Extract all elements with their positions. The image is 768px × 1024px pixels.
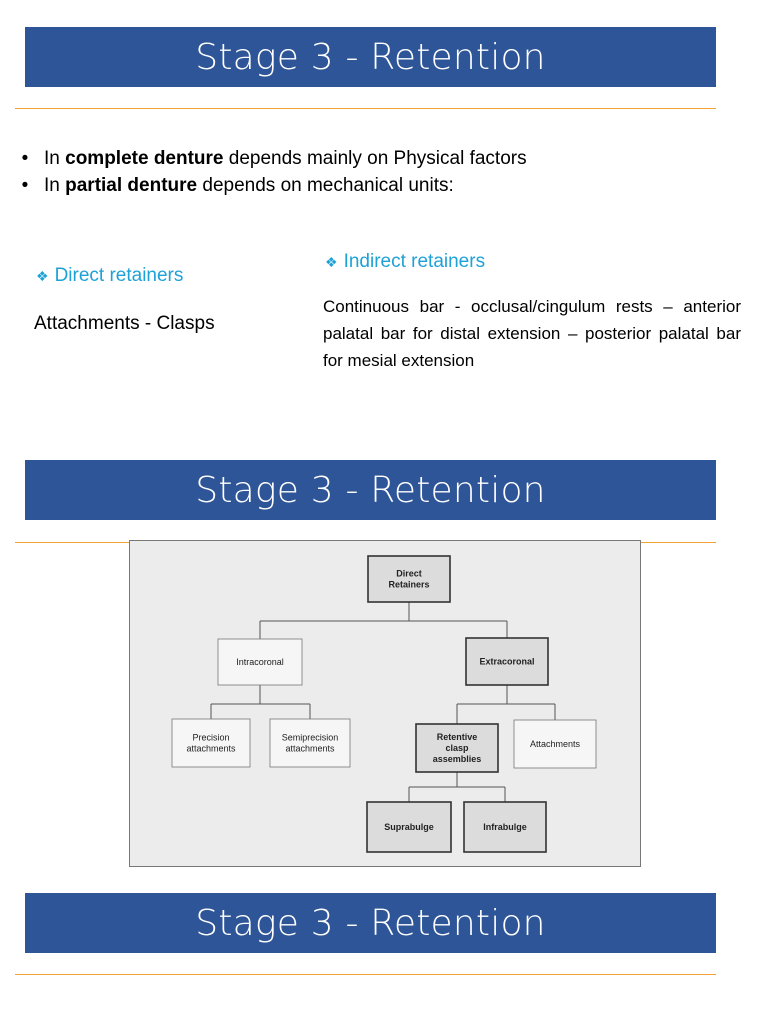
- diagram-node-supra: Suprabulge: [366, 801, 452, 853]
- diagram-node-label: attachments: [186, 744, 236, 754]
- direct-retainers-heading: ❖ Direct retainers: [36, 265, 184, 286]
- bullet-icon: •: [21, 174, 29, 196]
- diagram-node-label: Semiprecision: [282, 733, 339, 743]
- diamond-bullet-icon: ❖: [36, 267, 49, 284]
- diagram-node-label: Precision: [192, 733, 229, 743]
- diagram-box: [415, 723, 499, 773]
- divider-1: [15, 108, 716, 109]
- diagram-node-label: assemblies: [433, 754, 482, 764]
- indirect-retainers-body: Continuous bar - occlusal/cingulum rests…: [323, 297, 741, 370]
- divider-3: [15, 974, 716, 975]
- diagram-box: [269, 718, 351, 768]
- bullet-item-complete: • In complete denture depends mainly on …: [21, 147, 527, 169]
- diagram-node-attach: Attachments: [513, 719, 597, 769]
- diagram-node-label: Extracoronal: [479, 657, 534, 667]
- diagram-box: [465, 637, 549, 686]
- diagram-box: [463, 801, 547, 853]
- diagram-node-label: Retentive: [437, 732, 478, 742]
- diagram-node-label: Infrabulge: [483, 822, 527, 832]
- diagram-node-label: Direct: [396, 569, 422, 579]
- bullet-list: • In complete denture depends mainly on …: [20, 145, 527, 199]
- diagram-node-label: Intracoronal: [236, 657, 284, 667]
- diagram-node-extra: Extracoronal: [465, 637, 549, 686]
- direct-retainers-body: Attachments - Clasps: [34, 313, 215, 334]
- diagram-box: [217, 638, 303, 686]
- diagram-box: [513, 719, 597, 769]
- diagram-box: [367, 555, 451, 603]
- diamond-bullet-icon: ❖: [325, 253, 338, 270]
- slide-title-3: Stage 3 - Retention: [25, 893, 716, 953]
- bullet-item-partial: • In partial denture depends on mechanic…: [21, 174, 454, 196]
- diagram-node-label: attachments: [285, 744, 335, 754]
- slide-title-1: Stage 3 - Retention: [25, 27, 716, 87]
- bullet-icon: •: [21, 147, 29, 169]
- diagram-node-label: Attachments: [530, 739, 581, 749]
- diagram-box: [366, 801, 452, 853]
- diagram-node-infra: Infrabulge: [463, 801, 547, 853]
- indirect-retainers-heading: ❖ Indirect retainers: [325, 251, 486, 272]
- diagram-node-label: clasp: [445, 743, 469, 753]
- diagram-node-intra: Intracoronal: [217, 638, 303, 686]
- diagram-node-label: Suprabulge: [384, 822, 434, 832]
- slide-title-2: Stage 3 - Retention: [25, 460, 716, 520]
- diagram-box: [171, 718, 251, 768]
- diagram-node-label: Retainers: [388, 580, 429, 590]
